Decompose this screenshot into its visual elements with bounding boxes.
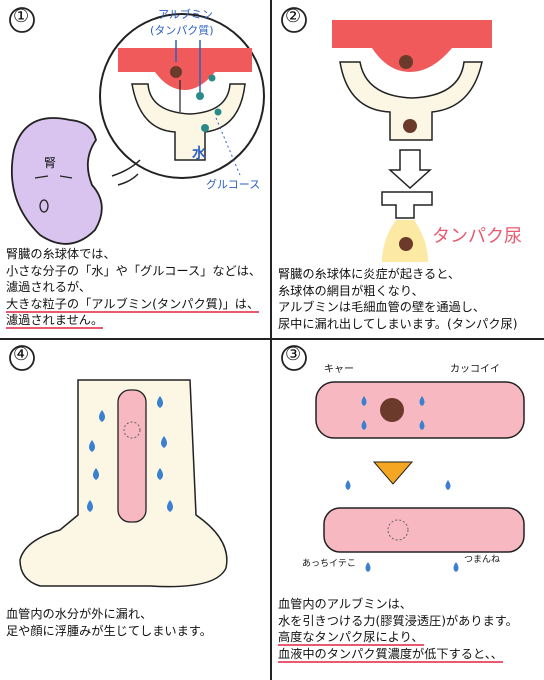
kidney-eye [34, 175, 49, 179]
tsumaran-label: つまんね [464, 555, 501, 565]
caption-underlined: 血液中のタンパク質濃度が低下すると、、 [278, 646, 503, 663]
water-drop [89, 440, 95, 452]
panel-number-circle [281, 345, 307, 371]
glomerulus-cup [131, 83, 246, 161]
panel-4-caption: 血管内の水分が外に漏れ、 足や顔に浮腫みが生じてしまいます。 [6, 606, 266, 639]
water-label: 水 [192, 146, 206, 162]
caption-line: 血液中のタンパク質濃度が低下すると、、 [278, 646, 540, 663]
water-drop [161, 436, 167, 448]
caption-line: 血管内の水分が外に漏れ、 [6, 607, 153, 621]
water-drop [87, 500, 93, 512]
panel-number-circle [9, 345, 35, 371]
panel-3: ③ キャー カッコイイ あっちイテこ つまんね 血管内のアルブミンは、 水を引き… [272, 340, 544, 680]
down-arrow [372, 461, 414, 485]
albumin-ghost [123, 421, 141, 439]
capillary-red [118, 48, 252, 90]
panel-number-circle [281, 7, 307, 33]
glomerulus-cup [339, 61, 483, 141]
pointing-hand [111, 159, 141, 186]
water-drop [157, 396, 163, 408]
down-arrow [388, 149, 432, 190]
water-drop [157, 468, 163, 480]
panel-number: ③ [285, 344, 302, 365]
panel-2: ② タンパク尿 腎臓の糸球体に炎症が起きると、 糸球体の網目が粗くなり、 アルブ… [272, 0, 544, 340]
kidney-mouth [39, 199, 49, 213]
panel-3-caption: 血管内のアルブミンは、 水を引きつける力(膠質浸透圧)があります。 高度なタンパ… [278, 596, 540, 663]
panel-1-caption: 腎臓の糸球体では、 小さな分子の「水」や「グルコース」などは、 濾過されるが、 … [6, 246, 266, 329]
caption-line: 腎臓の糸球体に炎症が起きると、 [278, 267, 461, 281]
caption-line: 小さな分子の「水」や「グルコース」などは、 [6, 263, 262, 278]
albumin-particle [380, 398, 404, 422]
panel-2-illustration [281, 7, 492, 262]
albumin-label: アルブミン [158, 8, 213, 21]
vessel-bottom [323, 507, 525, 553]
panel-number: ② [285, 6, 302, 27]
acchi-label: あっちイテこ [302, 559, 356, 569]
water-drop [345, 480, 351, 490]
caption-line: 糸球体の網目が粗くなり、 [278, 283, 424, 298]
caption-line: 高度なタンパク尿により、 [278, 629, 540, 646]
water-drop [419, 420, 425, 430]
albumin-ghost [387, 519, 409, 541]
caption-line: 大きな粒子の「アルブミン(タンパク質)」は、 [6, 296, 266, 313]
proteinuria-label: タンパク尿 [432, 226, 522, 247]
kyaa-label: キャー [324, 364, 354, 375]
caption-line: 尿中に漏れ出してしまいます。(タンパク尿) [278, 316, 518, 331]
caption-line: 濾過されるが、 [6, 280, 92, 294]
vessel-top [315, 381, 525, 439]
albumin-particle [399, 237, 413, 251]
panel-number-circle [9, 7, 35, 33]
water-molecule [201, 124, 209, 132]
water-drop [419, 396, 425, 406]
albumin-particle [403, 119, 417, 133]
water-drop [453, 562, 459, 572]
panel-1-illustration [9, 7, 265, 245]
caption-line: 水を引きつける力(膠質浸透圧)があります。 [278, 613, 518, 628]
water-drop [99, 410, 105, 422]
water-molecule [196, 92, 204, 100]
albumin-sub-label: (タンパク質) [150, 24, 214, 37]
water-drop [445, 480, 451, 490]
panel-3-illustration [281, 345, 525, 572]
kidney-label: 腎 [44, 156, 57, 170]
blood-vessel [117, 389, 147, 523]
panel-number: ① [13, 6, 30, 27]
caption-line: 血管内のアルブミンは、 [278, 597, 412, 611]
panel-4-illustration [9, 345, 228, 588]
caption-underlined: 大きな粒子の「アルブミン(タンパク質)」は、 [6, 296, 260, 313]
panel-2-caption: 腎臓の糸球体に炎症が起きると、 糸球体の網目が粗くなり、 アルブミンは毛細血管の… [278, 266, 540, 332]
albumin-particle [170, 66, 182, 78]
kidney-character [10, 117, 103, 245]
capillary-red [332, 20, 492, 72]
caption-line: 濾過されません。 [6, 312, 266, 329]
caption-underlined: 高度なタンパク尿により、 [278, 630, 424, 646]
albumin-particle [399, 55, 413, 69]
panel-1: ① アルブミン (タンパク質) 水 グルコース 腎 腎臓の糸球体では、 小さな分… [0, 0, 272, 340]
glucose-label: グルコース [206, 178, 261, 191]
caption-line: 腎臓の糸球体では、 [6, 247, 116, 261]
water-drop [167, 500, 173, 512]
water-drop [93, 468, 99, 480]
water-molecule [208, 74, 216, 82]
glucose-pointer [215, 117, 241, 176]
kidney-eye [59, 175, 73, 179]
caption-line: 足や顔に浮腫みが生じてしまいます。 [6, 623, 212, 638]
caption-underlined: 濾過されません。 [6, 313, 104, 329]
panel-number: ④ [13, 344, 30, 365]
panel-4: ④ 血管内の水分が外に漏れ、 足や顔に浮腫みが生じてしまいます。 [0, 340, 272, 680]
kakkoii-label: カッコイイ [450, 364, 500, 375]
water-drop [361, 396, 367, 406]
faucet [381, 191, 433, 219]
water-drop [361, 420, 367, 430]
glucose-molecule [214, 108, 222, 116]
caption-line: アルブミンは毛細血管の壁を通過し、 [278, 300, 486, 314]
water-drop [365, 562, 371, 572]
